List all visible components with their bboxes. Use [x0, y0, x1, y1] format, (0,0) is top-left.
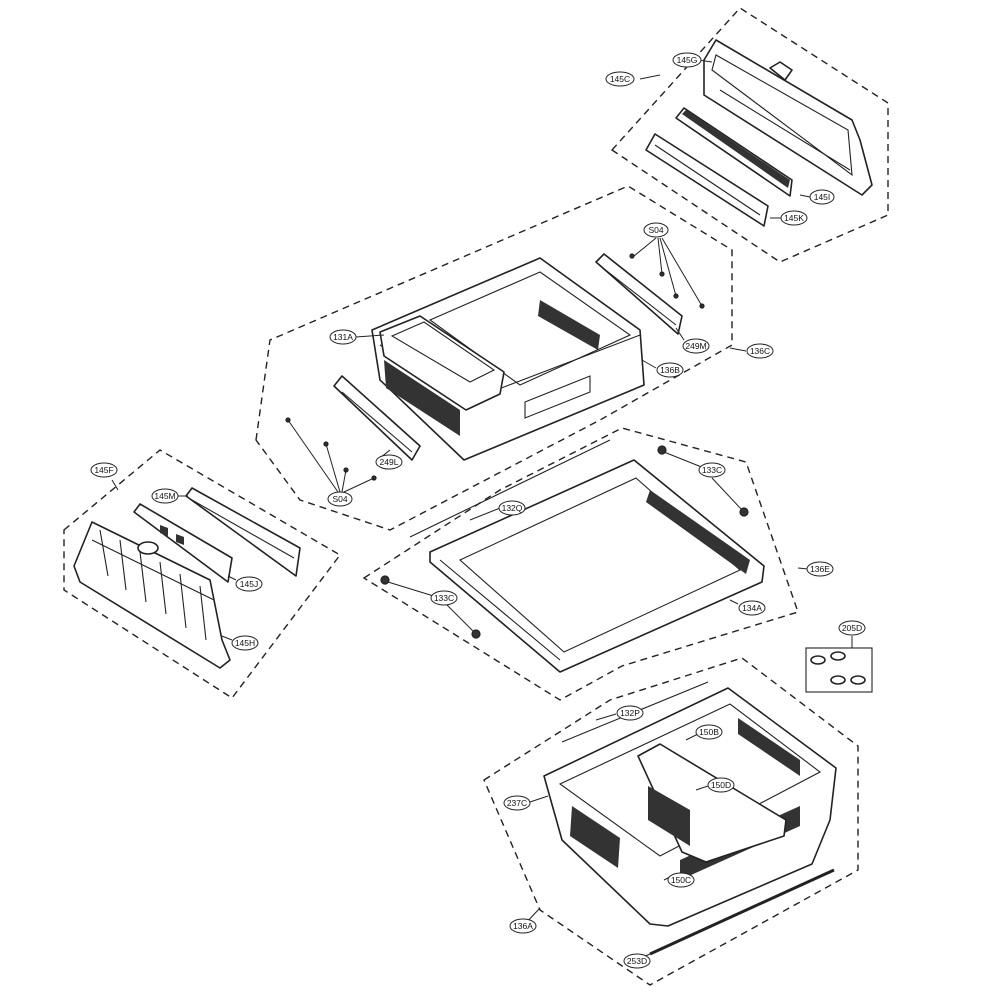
- group-145F-boundary: [63, 449, 342, 699]
- group-136A-boundary: [483, 657, 859, 986]
- group-136A: [483, 657, 859, 986]
- part-136B-drawer: [371, 257, 645, 461]
- label-133C-right: 133C: [698, 462, 726, 478]
- part-133C-caps: [380, 445, 749, 639]
- label-S04-top: S04: [643, 222, 669, 238]
- screws-S04-top: [629, 237, 705, 309]
- svg-text:145K: 145K: [784, 213, 804, 223]
- label-145C: 145C: [605, 71, 635, 87]
- label-145J: 145J: [235, 576, 263, 592]
- label-145G: 145G: [672, 52, 702, 68]
- svg-text:145F: 145F: [94, 465, 113, 475]
- group-136E: [362, 427, 809, 701]
- label-150C: 150C: [667, 872, 695, 888]
- svg-text:150B: 150B: [699, 727, 719, 737]
- label-145F: 145F: [90, 462, 118, 478]
- part-145K-rail: [645, 133, 769, 227]
- svg-text:205D: 205D: [842, 623, 862, 633]
- svg-text:132Q: 132Q: [502, 503, 523, 513]
- part-150B-150D-divider: [637, 743, 787, 863]
- part-249L-rail: [333, 375, 421, 461]
- svg-text:133C: 133C: [702, 465, 722, 475]
- svg-text:145C: 145C: [610, 74, 630, 84]
- part-132Q-rod: [409, 439, 611, 538]
- svg-text:145M: 145M: [154, 491, 175, 501]
- label-131A: 131A: [329, 329, 357, 345]
- part-131A-bin: [379, 315, 505, 411]
- label-237C: 237C: [503, 795, 531, 811]
- part-145J-rail: [133, 503, 233, 583]
- label-249L: 249L: [375, 454, 403, 470]
- svg-text:S04: S04: [648, 225, 663, 235]
- svg-text:131A: 131A: [333, 332, 353, 342]
- label-133C-left: 133C: [430, 590, 458, 606]
- svg-text:136E: 136E: [810, 564, 830, 574]
- label-132Q: 132Q: [498, 500, 526, 516]
- svg-text:145H: 145H: [235, 638, 255, 648]
- svg-text:249M: 249M: [685, 341, 706, 351]
- part-205D-clips: [805, 636, 873, 693]
- label-136A: 136A: [509, 918, 537, 934]
- label-249M: 249M: [682, 338, 710, 354]
- svg-text:136B: 136B: [660, 365, 680, 375]
- svg-text:145I: 145I: [814, 192, 831, 202]
- group-136C-boundary: [255, 185, 733, 531]
- svg-text:136C: 136C: [750, 346, 770, 356]
- label-136B: 136B: [656, 362, 684, 378]
- label-145M: 145M: [151, 488, 179, 504]
- svg-text:136A: 136A: [513, 921, 533, 931]
- part-145I-slide: [675, 107, 793, 197]
- svg-text:253D: 253D: [627, 956, 647, 966]
- svg-text:145J: 145J: [240, 579, 258, 589]
- label-132P: 132P: [616, 705, 644, 721]
- svg-text:134A: 134A: [742, 603, 762, 613]
- svg-text:237C: 237C: [507, 798, 527, 808]
- svg-text:132P: 132P: [620, 708, 640, 718]
- part-134A-shelf: [429, 459, 765, 673]
- label-136E: 136E: [806, 561, 834, 577]
- label-145H: 145H: [231, 635, 259, 651]
- label-150B: 150B: [695, 724, 723, 740]
- part-145H-frame: [73, 521, 231, 669]
- label-205D: 205D: [838, 620, 866, 636]
- label-145K: 145K: [780, 210, 808, 226]
- svg-text:133C: 133C: [434, 593, 454, 603]
- group-145F: [63, 449, 342, 699]
- part-253D-rod: [649, 868, 835, 956]
- group-145C-boundary: [610, 7, 889, 263]
- svg-text:145G: 145G: [677, 55, 698, 65]
- svg-text:150D: 150D: [711, 780, 731, 790]
- part-249M-rail: [595, 253, 683, 335]
- group-136E-boundary: [362, 427, 799, 701]
- label-253D: 253D: [623, 953, 651, 969]
- group-145C: [610, 7, 889, 263]
- label-S04-bottom: S04: [327, 491, 353, 507]
- group-136C: [255, 185, 747, 531]
- label-145I: 145I: [809, 189, 835, 205]
- screws-S04-bottom: [285, 417, 377, 493]
- part-145G-rail-bracket: [703, 39, 873, 196]
- part-145M-rail: [185, 487, 301, 577]
- label-136C: 136C: [746, 343, 774, 359]
- label-150D: 150D: [707, 777, 735, 793]
- label-134A: 134A: [738, 600, 766, 616]
- svg-text:249L: 249L: [380, 457, 399, 467]
- svg-text:150C: 150C: [671, 875, 691, 885]
- svg-text:S04: S04: [332, 494, 347, 504]
